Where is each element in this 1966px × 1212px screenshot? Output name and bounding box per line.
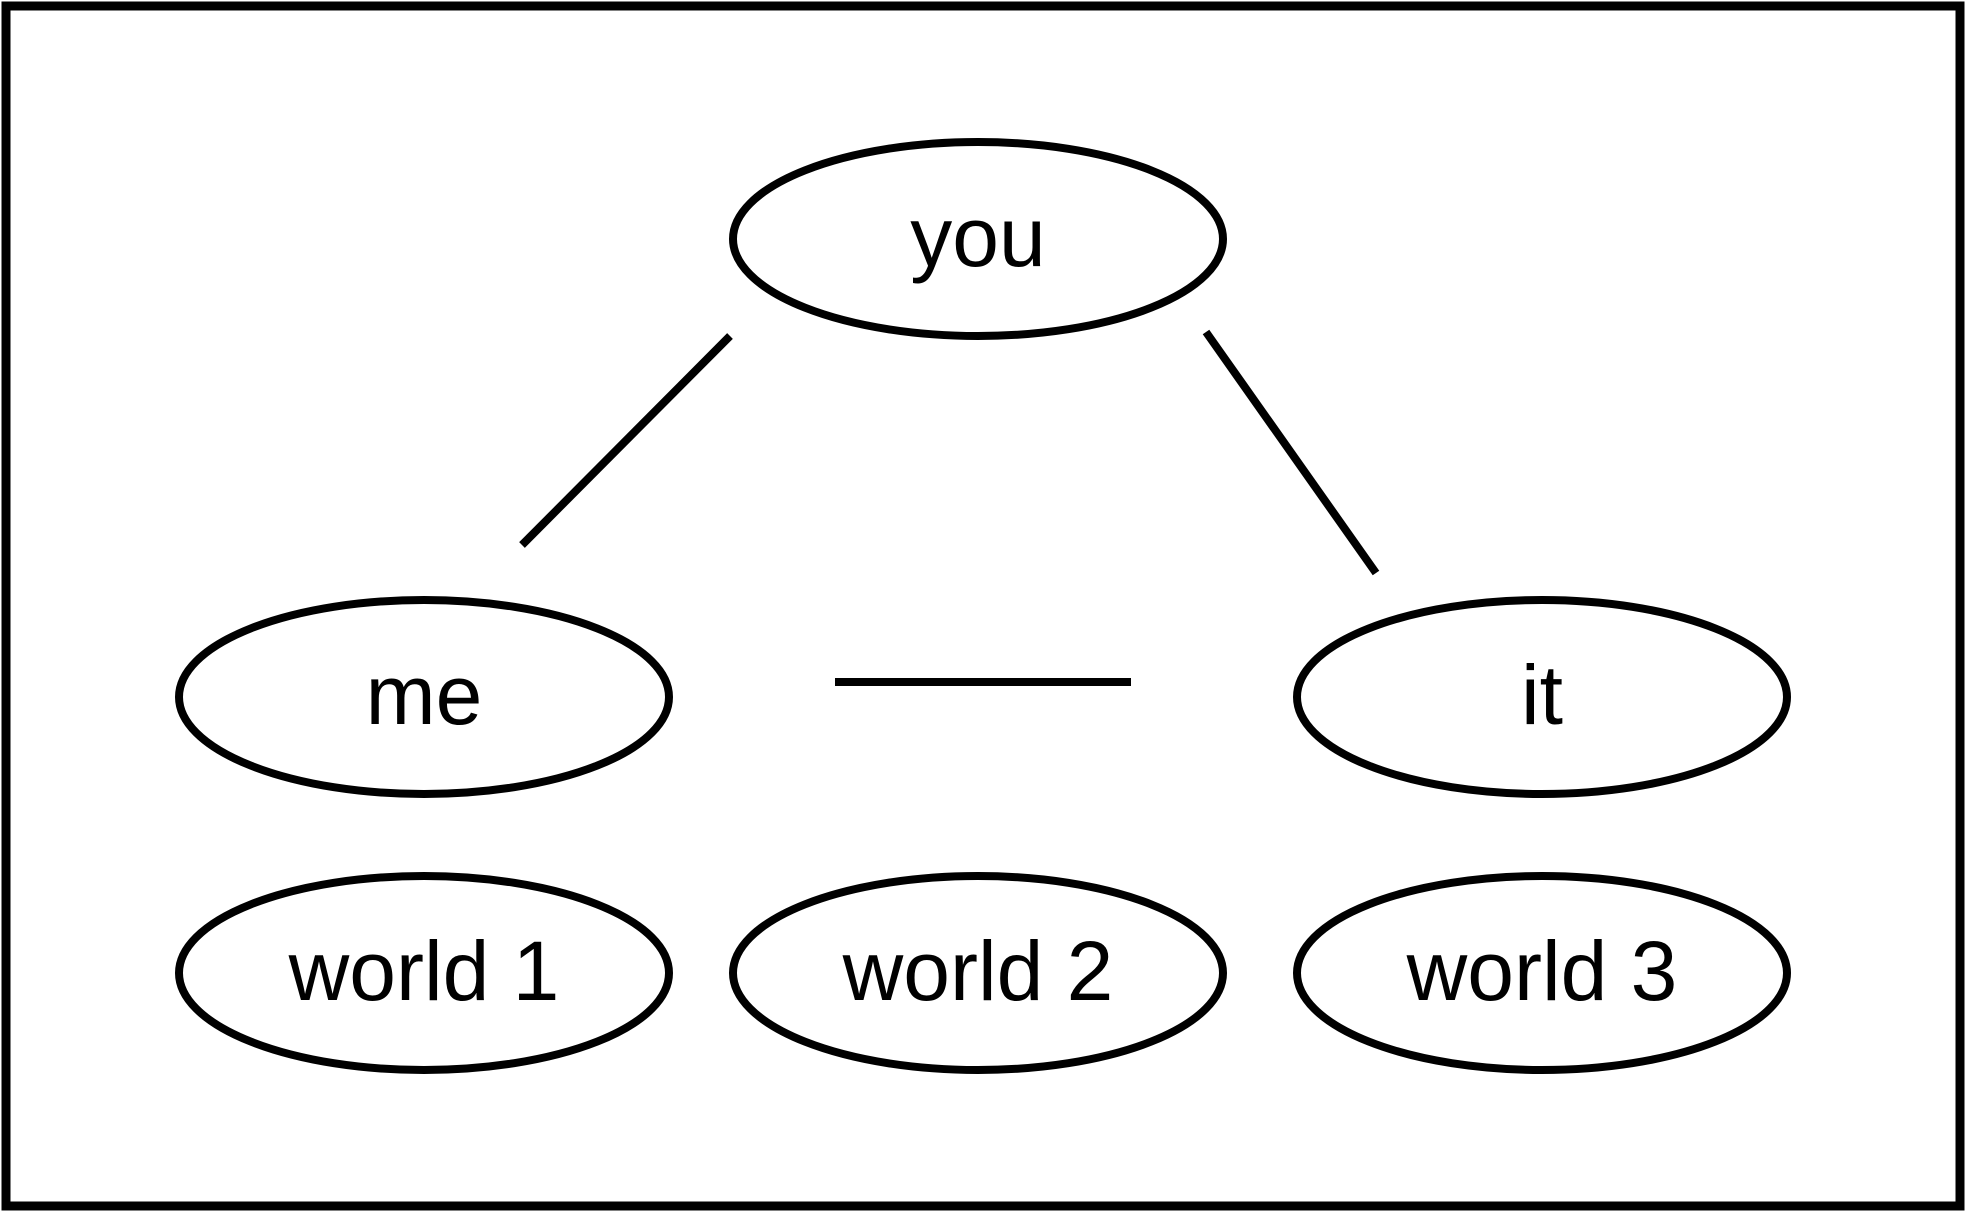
node-world-3: world 3 — [1293, 872, 1791, 1074]
node-you: you — [729, 138, 1227, 340]
node-world-1-label: world 1 — [288, 924, 560, 1018]
node-world-3-label: world 3 — [1406, 924, 1678, 1018]
node-world-1: world 1 — [175, 872, 673, 1074]
node-it: it — [1293, 596, 1791, 798]
node-world-2: world 2 — [729, 872, 1227, 1074]
node-it-label: it — [1521, 648, 1563, 742]
node-world-1-ellipse — [175, 872, 673, 1074]
edge-you-me — [519, 333, 733, 548]
node-it-ellipse — [1293, 596, 1791, 798]
node-me: me — [175, 596, 673, 798]
node-world-3-ellipse — [1293, 872, 1791, 1074]
node-you-ellipse — [729, 138, 1227, 340]
node-you-label: you — [910, 190, 1045, 284]
node-world-2-ellipse — [729, 872, 1227, 1074]
edge-you-it — [1202, 329, 1380, 576]
node-world-2-label: world 2 — [842, 924, 1114, 1018]
node-me-label: me — [366, 648, 483, 742]
node-me-ellipse — [175, 596, 673, 798]
